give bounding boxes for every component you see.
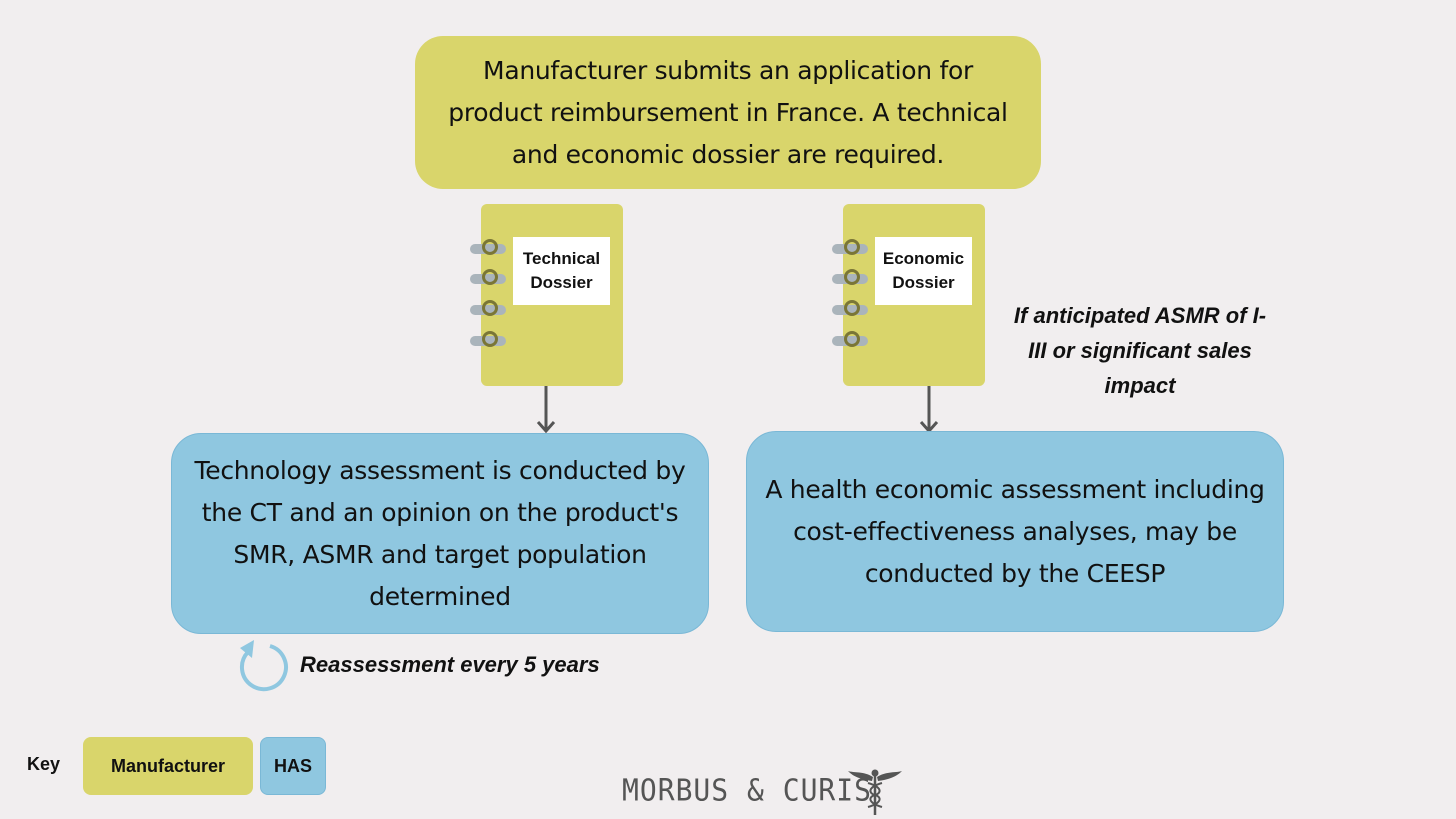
arrow-down-icon — [536, 386, 556, 434]
economic-dossier-line2: Dossier — [892, 273, 955, 292]
binder-ring-icon — [832, 239, 868, 255]
economic-condition-note: If anticipated ASMR of I-III or signific… — [1013, 303, 1267, 398]
key-has-swatch: HAS — [260, 737, 326, 795]
technology-assessment-box: Technology assessment is conducted by th… — [171, 433, 709, 634]
economic-dossier-notebook: Economic Dossier — [832, 204, 985, 386]
binder-ring-icon — [470, 269, 506, 285]
key-manufacturer-label: Manufacturer — [110, 755, 226, 776]
binder-ring-icon — [832, 331, 868, 347]
key-manufacturer-swatch: Manufacturer — [83, 737, 253, 795]
economic-dossier-line1: Economic — [882, 249, 965, 268]
economic-assessment-text: A health economic assessment including c… — [765, 474, 1265, 588]
manufacturer-application-text: Manufacturer submits an application for … — [448, 55, 1008, 169]
binder-ring-icon — [832, 269, 868, 285]
reassessment-text: Reassessment every 5 years — [300, 652, 600, 677]
economic-assessment-box: A health economic assessment including c… — [746, 431, 1284, 632]
technology-assessment-text: Technology assessment is conducted by th… — [194, 455, 686, 611]
arrow-down-icon — [919, 386, 939, 434]
technical-dossier-line2: Dossier — [530, 273, 593, 292]
binder-ring-icon — [470, 300, 506, 316]
binder-ring-icon — [470, 331, 506, 347]
logo-text: MORBUS & CURIS — [622, 772, 873, 809]
binder-ring-icon — [832, 300, 868, 316]
economic-dossier-label: Economic Dossier — [875, 237, 972, 305]
technical-dossier-label: Technical Dossier — [513, 237, 610, 305]
caduceus-icon — [848, 769, 902, 815]
binder-ring-icon — [470, 239, 506, 255]
key-has-label: HAS — [273, 755, 312, 776]
manufacturer-application-box: Manufacturer submits an application for … — [415, 36, 1041, 189]
technical-dossier-notebook: Technical Dossier — [470, 204, 623, 386]
key-label: Key — [27, 754, 61, 774]
cycle-arrow-icon — [240, 640, 288, 692]
technical-dossier-line1: Technical — [522, 249, 601, 268]
